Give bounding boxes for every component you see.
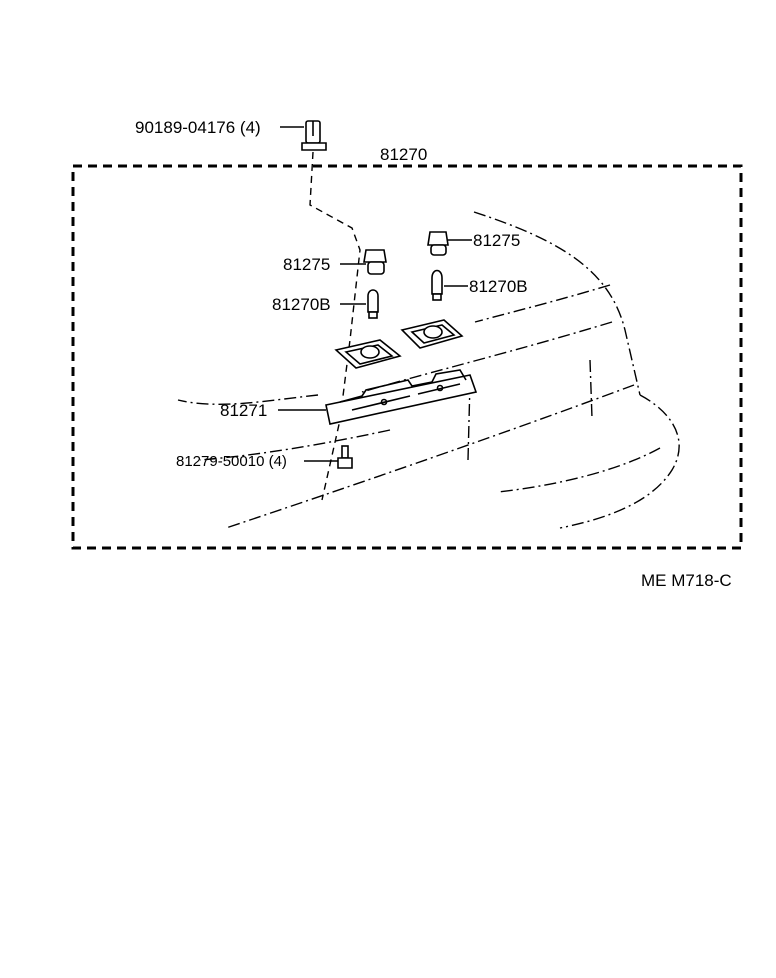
lamp-housing-label: 81271	[220, 401, 267, 420]
screw-top-icon	[301, 120, 327, 151]
bulb-left-icon	[367, 289, 379, 319]
bulb-left-label: 81270B	[272, 295, 331, 314]
bulb-right-label: 81270B	[469, 277, 528, 296]
lamp-housing-icon	[325, 369, 478, 425]
lens-left-icon	[334, 339, 402, 369]
socket-right-label: 81275	[473, 231, 520, 250]
socket-right-icon	[427, 231, 449, 256]
bulb-right-icon	[431, 269, 443, 301]
screw-bottom-label: 81279-50010 (4)	[176, 453, 287, 470]
figure-code: ME M718-C	[641, 571, 732, 590]
socket-left-label: 81275	[283, 255, 330, 274]
socket-left-icon	[363, 249, 387, 275]
lens-right-icon	[400, 319, 464, 349]
screw-top-label: 90189-04176 (4)	[135, 118, 261, 137]
screw-bottom-icon	[337, 445, 353, 469]
assembly-label: 81270	[380, 145, 427, 164]
vehicle-body-outline	[177, 211, 680, 529]
screw-install-path	[309, 151, 361, 501]
assembly-frame	[71, 164, 743, 550]
